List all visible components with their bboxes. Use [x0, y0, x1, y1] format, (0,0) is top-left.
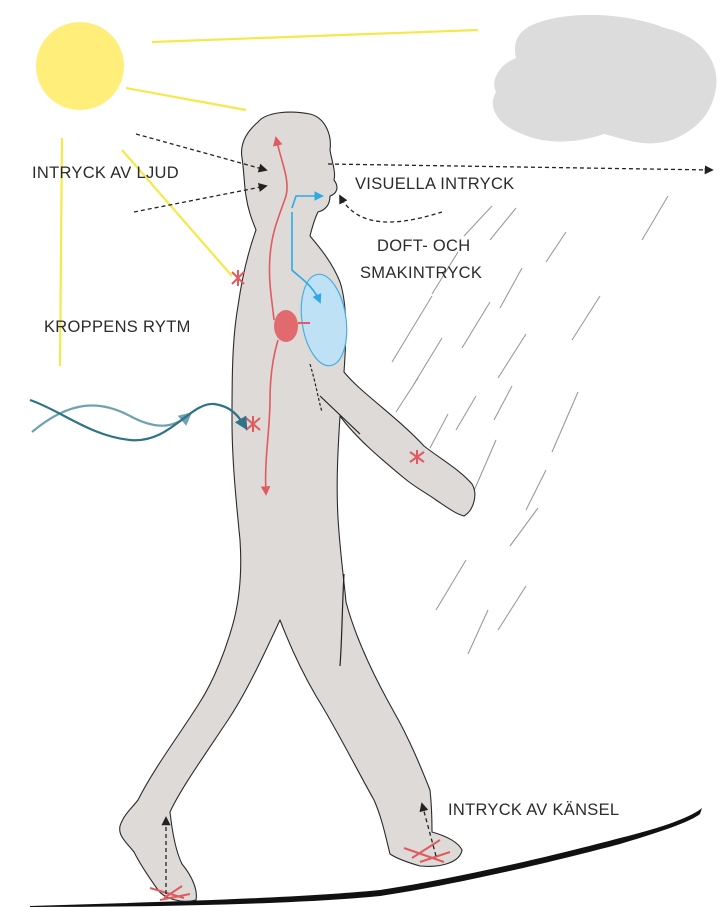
touch-impressions-label: INTRYCK AV KÄNSEL	[448, 799, 619, 823]
smell-arrow	[340, 196, 442, 222]
visual-impressions-label: VISUELLA INTRYCK	[355, 173, 514, 197]
smell-taste-label-line2: SMAKINTRYCK	[360, 262, 482, 286]
sound-impressions-label: INTRYCK AV LJUD	[32, 162, 179, 186]
visual-arrow	[328, 164, 712, 170]
wind-icon	[30, 400, 246, 440]
heart-icon	[274, 310, 298, 342]
human-figure	[120, 112, 475, 901]
body-rhythm-label: KROPPENS RYTM	[44, 316, 191, 340]
cloud-icon	[493, 15, 717, 143]
smell-taste-label-line1: DOFT- OCH	[377, 235, 470, 259]
sun-icon	[36, 22, 124, 110]
